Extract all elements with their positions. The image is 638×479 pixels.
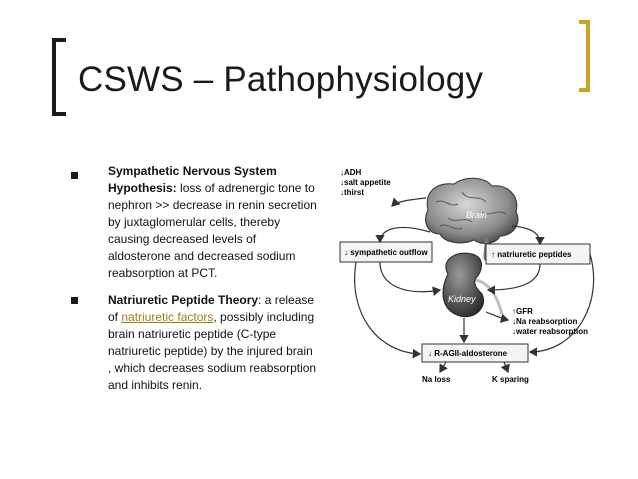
- arrow-brain-to-effects: [391, 197, 427, 207]
- arrow-natriuretic-to-kidney: [486, 263, 541, 295]
- arrow-raas-to-na-loss: [439, 361, 448, 374]
- bullet-square: [71, 172, 78, 179]
- brain-effect-thirst: ↓thirst: [340, 188, 364, 197]
- bullet-lead-sympathetic: Sympathetic Nervous System Hypothesis:: [108, 164, 277, 195]
- brain-label: Brain: [466, 210, 487, 220]
- k-sparing-label: K sparing: [492, 375, 529, 384]
- brain-effect-salt: ↓salt appetite: [340, 178, 391, 187]
- sympathetic-outflow-box: [339, 241, 433, 263]
- kidney-effect-gfr: ↑GFR: [512, 307, 533, 316]
- title-bracket-right: [579, 20, 590, 92]
- sympathetic-outflow-label: ↓ sympathetic outflow: [344, 248, 428, 257]
- bullet-square: [71, 297, 78, 304]
- arrow-natriuretic-to-raas: [528, 253, 595, 357]
- natriuretic-peptides-label: ↑ natriuretic peptides: [491, 250, 572, 259]
- na-loss-label: Na loss: [422, 375, 451, 384]
- bullet-text-sympathetic: Sympathetic Nervous System Hypothesis: l…: [108, 163, 318, 282]
- brain-effect-adh: ↓ADH: [340, 168, 362, 177]
- slide-title: CSWS – Pathophysiology: [78, 60, 484, 99]
- bullet-text-natriuretic: Natriuretic Peptide Theory: a release of…: [108, 292, 318, 394]
- brain-effects-list: ↓ADH ↓salt appetite ↓thirst: [340, 168, 391, 197]
- arrow-sympathetic-to-kidney: [379, 261, 442, 296]
- arrow-sympathetic-to-raas: [354, 261, 422, 359]
- title-bracket-left: [52, 38, 66, 116]
- bullet-body-before-link: : a release of: [108, 293, 315, 324]
- raas-label: ↓ R-AGII-aldosterone: [428, 349, 508, 358]
- raas-box: [421, 343, 529, 363]
- arrow-brain-to-natriuretic: [511, 225, 545, 246]
- arrow-raas-to-k-sparing: [500, 361, 510, 374]
- arrow-kidney-to-effects: [485, 311, 510, 323]
- bullet-lead-natriuretic: Natriuretic Peptide Theory: [108, 293, 259, 307]
- natriuretic-factors-link[interactable]: natriuretic factors: [121, 310, 214, 324]
- brain-image: Brain: [425, 177, 519, 261]
- pathophysiology-diagram: ↓ADH ↓salt appetite ↓thirst Brain ↓ symp…: [339, 168, 595, 384]
- kidney-effect-na: ↓Na reabsorption: [512, 317, 577, 326]
- kidney-effect-water: ↓water reabsorption: [512, 327, 588, 336]
- kidney-label: Kidney: [448, 294, 476, 304]
- kidney-effects-list: ↑GFR ↓Na reabsorption ↓water reabsorptio…: [512, 307, 588, 336]
- bullet-body-after-link: , possibly including brain natriuretic p…: [108, 310, 317, 392]
- arrow-brain-to-sympathetic: [375, 226, 431, 244]
- bullet-body-sympathetic: loss of adrenergic tone to nephron >> de…: [108, 181, 317, 280]
